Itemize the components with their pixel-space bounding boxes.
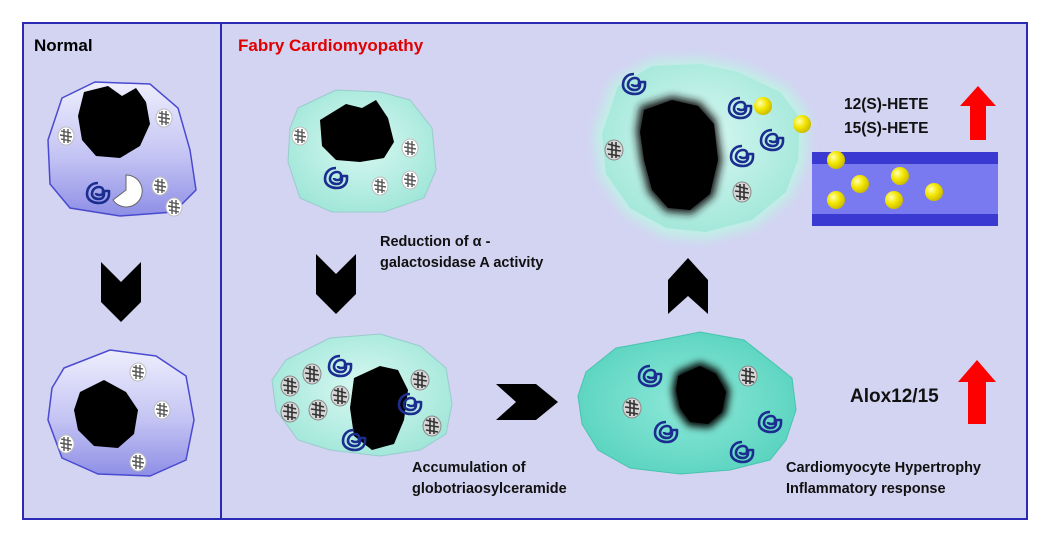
- nucleus-normal-top: [78, 86, 150, 158]
- red-up-arrow-alox-icon: [958, 360, 996, 424]
- nucleus-normal-bottom: [74, 380, 138, 448]
- blood-vessel: [812, 151, 998, 226]
- outcome-label-line1: Cardiomyocyte Hypertrophy: [786, 460, 981, 476]
- alox-label: Alox12/15: [850, 386, 939, 407]
- arrow-up-icon: [668, 258, 708, 314]
- outcome-label-line2: Inflammatory response: [786, 481, 946, 497]
- arrow-right-icon: [496, 384, 558, 420]
- hete-particle: [793, 115, 811, 133]
- red-up-arrow-hete-icon: [960, 86, 996, 140]
- lysosome-enzyme-icon: [112, 174, 143, 208]
- fabry-title: Fabry Cardiomyopathy: [238, 36, 424, 55]
- reduction-label-line1: Reduction of α -: [380, 234, 491, 250]
- nucleus-fabry-top: [320, 100, 394, 162]
- fabry-cell-top: [287, 89, 437, 213]
- nucleus-hypertrophic: [640, 100, 718, 210]
- fabry-cell-accumulation: [271, 333, 453, 457]
- hete15-label: 15(S)-HETE: [844, 120, 929, 137]
- fabry-cell-inflamed: [577, 331, 797, 475]
- fabry-cell-hypertrophic: [594, 58, 808, 240]
- normal-title: Normal: [34, 36, 93, 55]
- hete-particle: [754, 97, 772, 115]
- accumulation-label-line2: globotriaosylceramide: [412, 481, 567, 497]
- normal-cell-top: [47, 81, 197, 217]
- fabry-arrow-down-icon: [316, 254, 356, 314]
- normal-cell-bottom: [47, 349, 195, 477]
- nucleus-fabry-accumulation: [350, 366, 408, 450]
- accumulation-label-line1: Accumulation of: [412, 460, 526, 476]
- reduction-label-line2: galactosidase A activity: [380, 255, 544, 271]
- normal-arrow-down-icon: [101, 262, 141, 322]
- hete12-label: 12(S)-HETE: [844, 96, 929, 113]
